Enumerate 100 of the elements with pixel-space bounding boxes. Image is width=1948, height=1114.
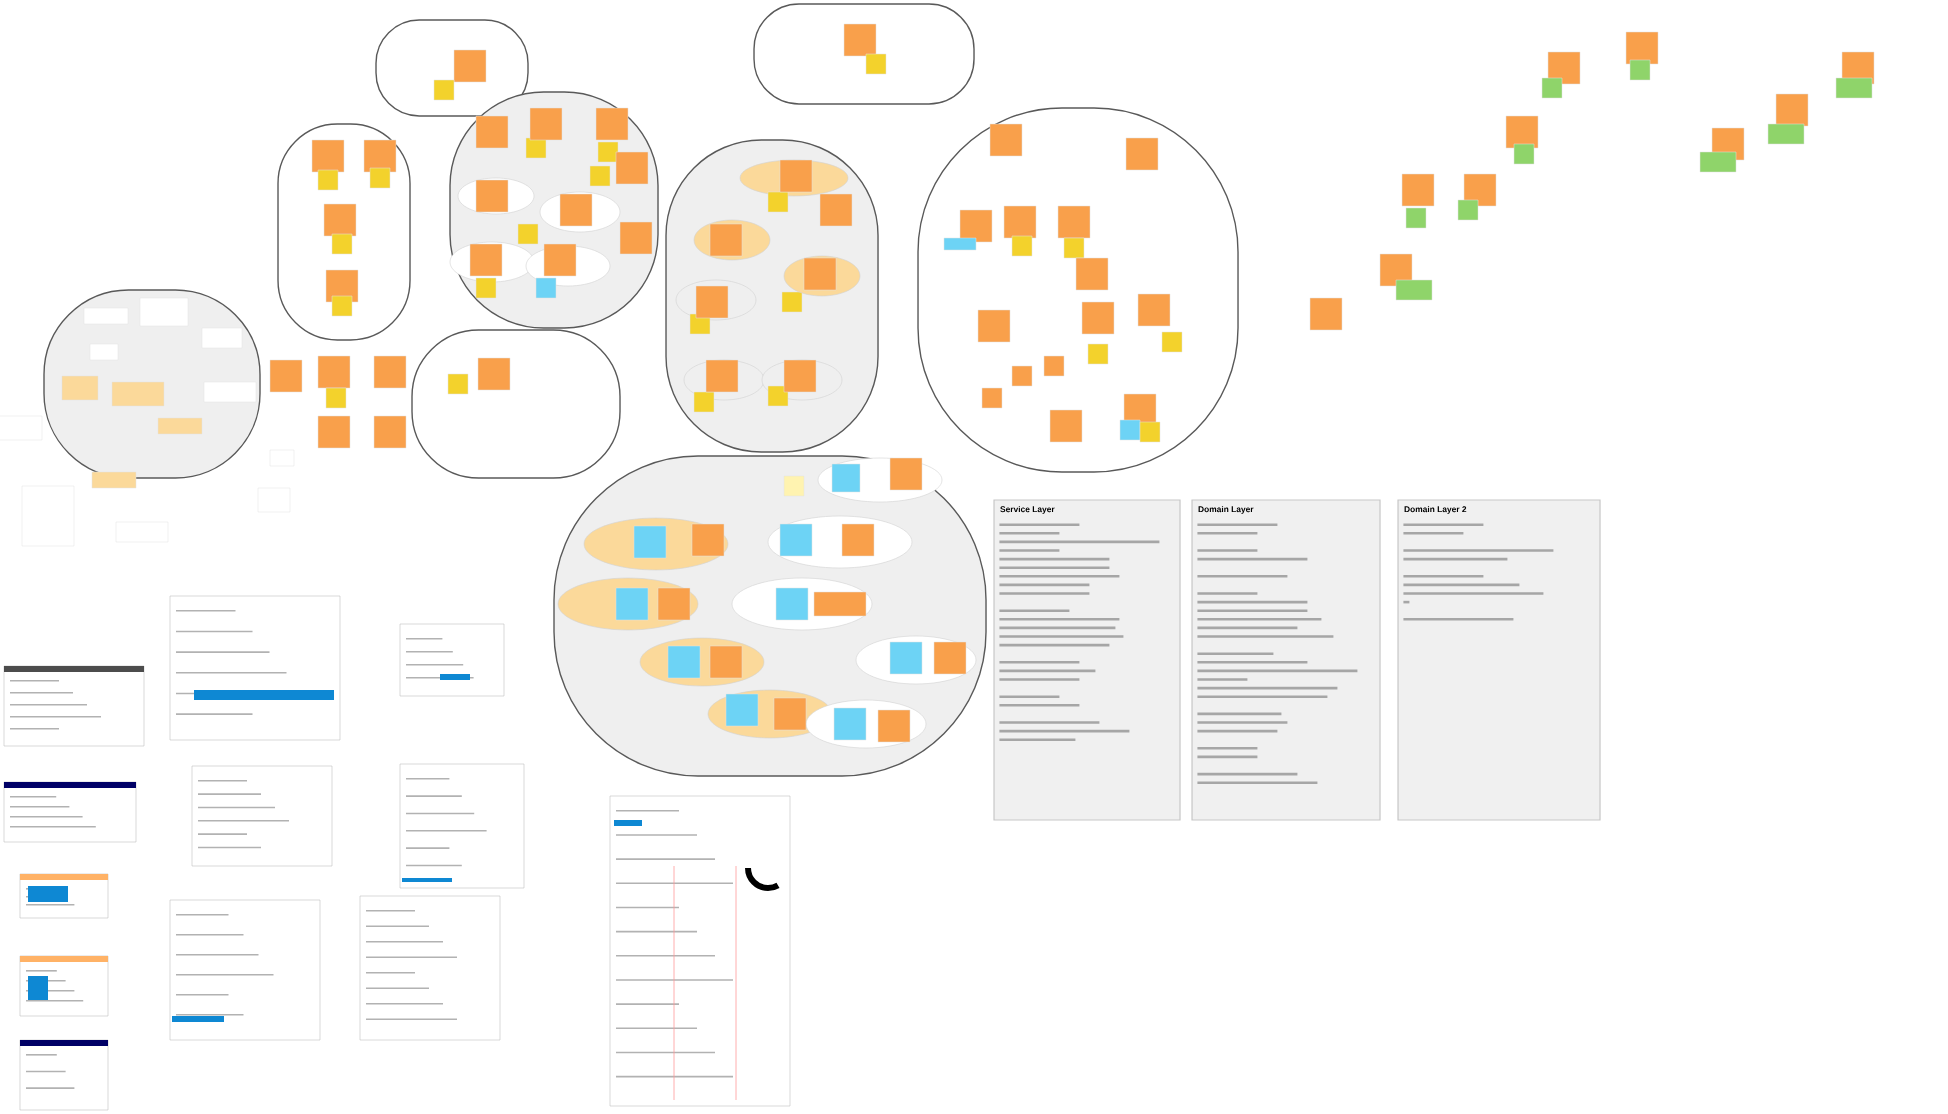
sticky-note (433, 79, 455, 101)
sticky-note (1049, 409, 1083, 443)
sticky-note (363, 139, 397, 173)
sticky-note (709, 223, 743, 257)
sticky-note (1075, 257, 1109, 291)
sticky-note (691, 523, 725, 557)
sticky-note (1401, 173, 1435, 207)
sticky-note (453, 49, 487, 83)
sticky-note (779, 523, 813, 557)
sticky-note (865, 53, 887, 75)
sticky-note (1505, 115, 1539, 149)
sticky-note (331, 233, 353, 255)
sticky-note (843, 23, 877, 57)
sticky-note (475, 115, 509, 149)
sticky-note (529, 107, 563, 141)
sticky-note (779, 159, 813, 193)
sticky-note (1547, 51, 1581, 85)
sticky-note (1457, 199, 1479, 221)
sticky-note (369, 167, 391, 189)
sticky-note (981, 387, 1003, 409)
sticky-note (989, 123, 1023, 157)
sticky-note (819, 193, 853, 227)
diagram-box (91, 471, 137, 489)
sticky-note (709, 645, 743, 679)
sticky-note (1125, 137, 1159, 171)
sticky-note (331, 295, 353, 317)
sticky-note (475, 179, 509, 213)
sticky-note (693, 391, 715, 413)
sticky-note (767, 191, 789, 213)
sticky-note (543, 243, 577, 277)
sticky-note (517, 223, 539, 245)
sticky-note (1161, 331, 1183, 353)
sticky-note (803, 257, 837, 291)
sticky-note (1011, 235, 1033, 257)
sticky-note (667, 645, 701, 679)
sticky-note (373, 355, 407, 389)
sticky-note (469, 243, 503, 277)
sticky-note (1513, 143, 1535, 165)
sticky-note (477, 357, 511, 391)
sticky-note (1625, 31, 1659, 65)
sticky-note (889, 457, 923, 491)
sticky-note (977, 309, 1011, 343)
sticky-note (633, 525, 667, 559)
sticky-note (589, 165, 611, 187)
sticky-note (831, 463, 861, 493)
sticky-note (1835, 77, 1873, 99)
sticky-note (725, 693, 759, 727)
sticky-note (773, 697, 807, 731)
sticky-note (959, 209, 993, 243)
diagram-box (0, 415, 43, 441)
sticky-note (841, 523, 875, 557)
diagram-box (203, 381, 257, 403)
group-outline (411, 329, 621, 479)
sticky-note (373, 415, 407, 449)
sticky-note (1405, 207, 1427, 229)
sticky-note (695, 285, 729, 319)
diagram-box (83, 307, 129, 325)
sticky-note (1699, 151, 1737, 173)
sticky-note (1139, 421, 1161, 443)
diagram-box (61, 375, 99, 401)
sticky-note (1463, 173, 1497, 207)
sticky-note (933, 641, 967, 675)
sticky-note (1309, 297, 1343, 331)
sticky-note (269, 359, 303, 393)
sticky-note (1119, 419, 1141, 441)
sticky-note (1057, 205, 1091, 239)
sticky-note (1137, 293, 1171, 327)
sticky-note (783, 475, 805, 497)
sticky-note (1379, 253, 1413, 287)
sticky-note (1395, 279, 1433, 301)
diagram-box (157, 417, 203, 435)
sticky-note (657, 587, 691, 621)
sticky-note (317, 169, 339, 191)
sticky-note (619, 221, 653, 255)
sticky-note (447, 373, 469, 395)
sticky-note (1063, 237, 1085, 259)
sticky-note (595, 107, 629, 141)
sticky-note (1775, 93, 1809, 127)
sticky-note (943, 237, 977, 251)
sticky-note (775, 587, 809, 621)
sticky-note (877, 709, 911, 743)
sticky-note (1003, 205, 1037, 239)
sticky-note (1767, 123, 1805, 145)
sticky-note (783, 359, 817, 393)
sticky-note (317, 355, 351, 389)
sticky-note (705, 359, 739, 393)
sticky-note (767, 385, 789, 407)
sticky-note (615, 587, 649, 621)
diagram-box (201, 327, 243, 349)
sticky-note (1011, 365, 1033, 387)
sticky-note (535, 277, 557, 299)
sticky-note (1043, 355, 1065, 377)
sticky-note (1541, 77, 1563, 99)
sticky-note (597, 141, 619, 163)
sticky-note (615, 151, 649, 185)
sticky-note (833, 707, 867, 741)
sticky-note (1629, 59, 1651, 81)
sticky-note (813, 591, 867, 617)
sticky-note (311, 139, 345, 173)
sticky-note (317, 415, 351, 449)
